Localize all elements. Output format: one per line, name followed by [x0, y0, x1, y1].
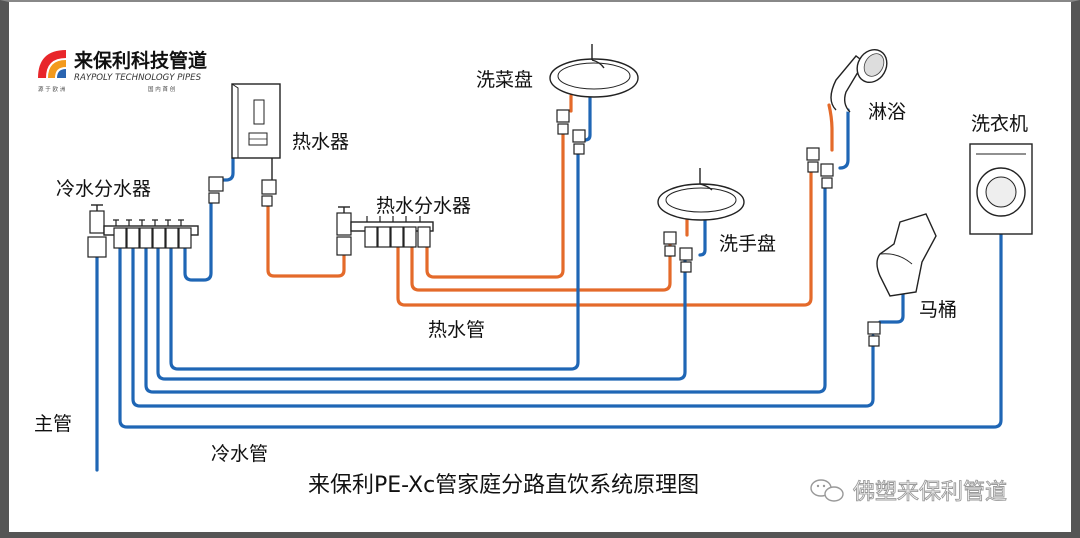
slogan-right: 国 内 首 创	[148, 85, 175, 93]
label-veg-basin: 洗菜盘	[476, 69, 533, 91]
watermark: 佛塑来保利管道	[810, 479, 1007, 505]
hot-water-manifold	[336, 206, 434, 256]
cold-pipe-to-washing-machine	[118, 232, 1003, 429]
hot-pipe-to-shower	[396, 166, 813, 307]
cold-water-manifold	[87, 204, 199, 258]
vegetable-basin	[549, 44, 639, 155]
hand-basin	[657, 168, 745, 273]
hot-water-pipes	[266, 94, 834, 307]
label-main-pipe: 主管	[34, 413, 72, 435]
cold-riser-hand-basin	[698, 216, 707, 257]
label-hot-manifold: 热水分水器	[376, 195, 471, 217]
hot-pipe-to-veg-basin	[425, 128, 565, 279]
label-hot-pipe: 热水管	[428, 319, 485, 341]
washing-machine	[969, 143, 1033, 235]
label-cold-manifold: 冷水分水器	[56, 178, 151, 200]
cold-pipe-to-heater	[183, 198, 213, 282]
company-logo: 来保利科技管道 RAYPOLY TECHNOLOGY PIPES 源 于 欧 洲…	[38, 49, 207, 93]
label-toilet: 马桶	[919, 299, 957, 321]
brand-name-en: RAYPOLY TECHNOLOGY PIPES	[74, 73, 202, 83]
water-heater	[208, 83, 281, 207]
hot-pipe-heater-to-manifold	[266, 200, 346, 278]
hot-pipe-to-hand-basin	[410, 242, 672, 292]
label-washing-machine: 洗衣机	[971, 113, 1028, 135]
cold-pipe-to-veg-basin	[169, 148, 580, 371]
label-water-heater: 热水器	[292, 131, 349, 153]
shower	[806, 48, 888, 189]
cold-riser-toilet	[878, 286, 905, 324]
label-hand-basin: 洗手盘	[719, 233, 776, 255]
diagram-title: 来保利PE-Xc管家庭分路直饮系统原理图	[308, 473, 699, 498]
toilet	[867, 213, 937, 347]
cold-pipe-to-shower	[144, 184, 827, 394]
slogan-left: 源 于 欧 洲	[38, 85, 66, 93]
hot-riser-shower	[827, 103, 834, 152]
wechat-icon	[810, 479, 844, 502]
cold-water-pipes	[95, 96, 1003, 472]
label-cold-pipe: 冷水管	[211, 443, 268, 465]
label-shower: 淋浴	[868, 101, 906, 123]
brand-name-cn: 来保利科技管道	[74, 49, 207, 72]
logo-mark	[38, 50, 66, 78]
cold-riser-veg-basin	[583, 96, 592, 142]
cold-riser-heater	[219, 156, 235, 182]
cold-pipe-to-hand-basin	[156, 245, 687, 381]
cold-riser-shower	[838, 108, 850, 170]
cold-pipe-to-toilet	[131, 245, 875, 408]
watermark-text: 佛塑来保利管道	[853, 480, 1007, 505]
